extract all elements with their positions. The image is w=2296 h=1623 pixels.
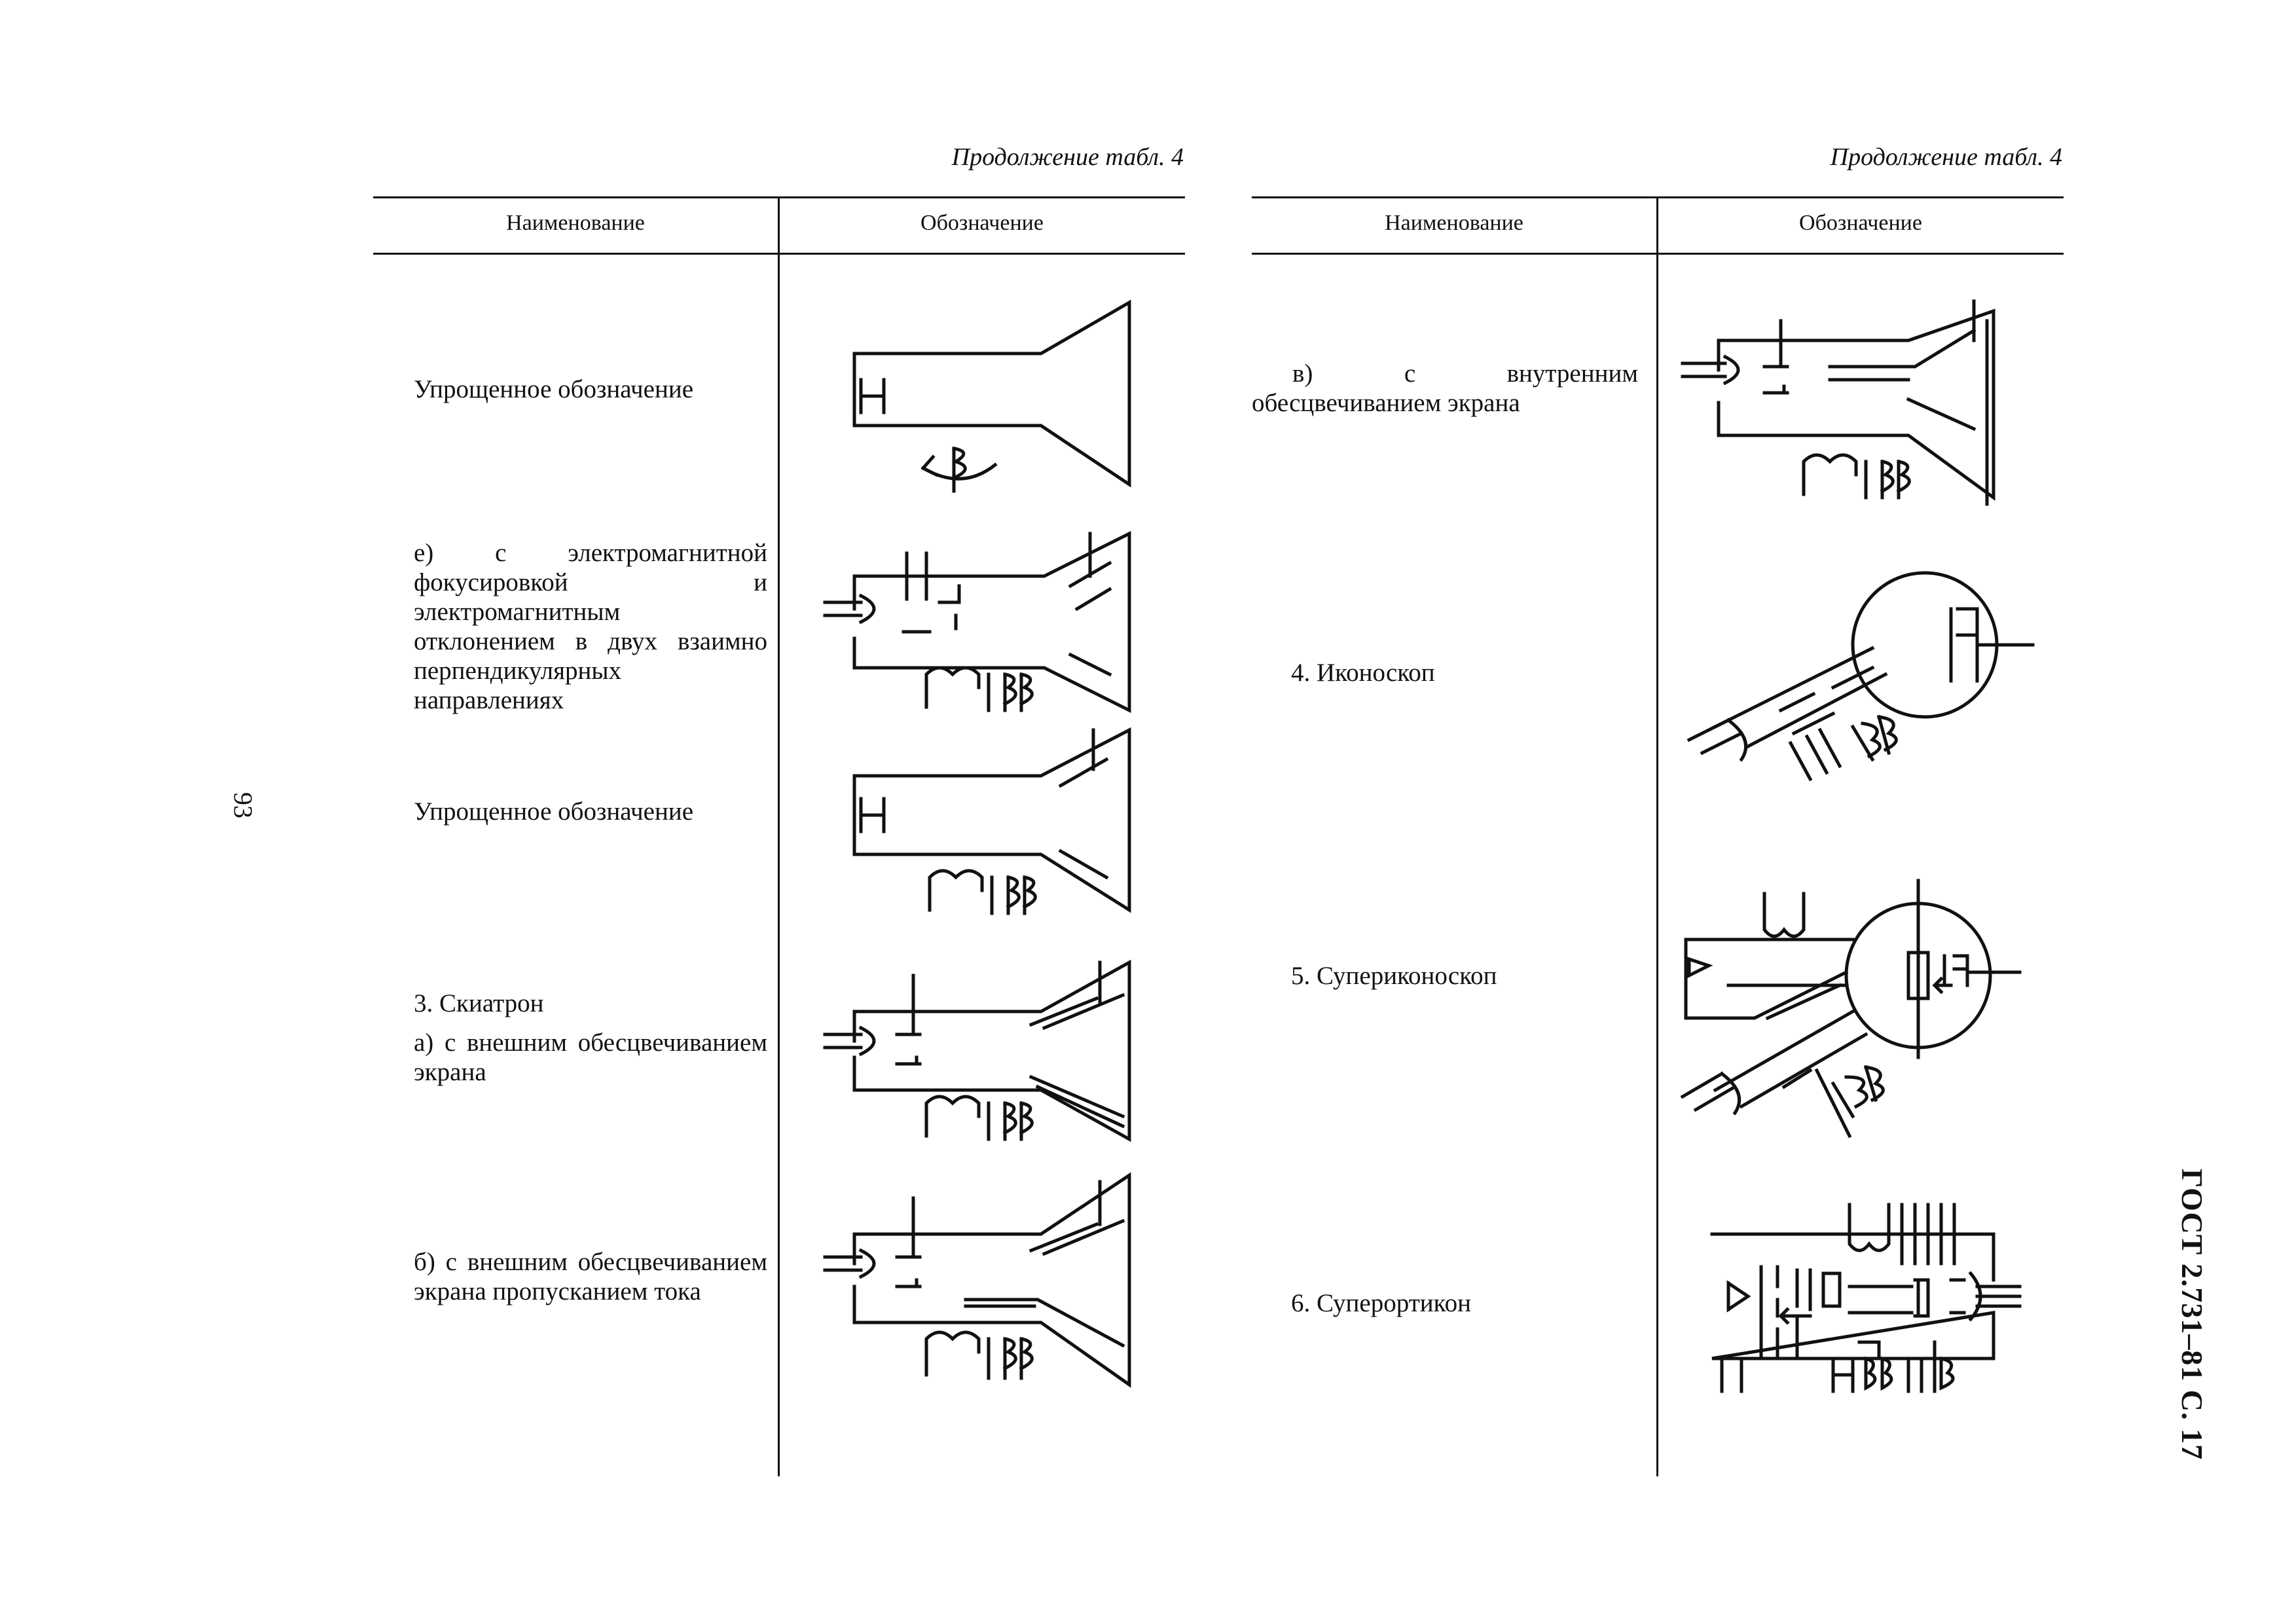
crt-electromagnetic-focus-icon (823, 530, 1131, 714)
left-col-name-header: Наименование (506, 211, 645, 235)
supericonoscope-icon (1680, 879, 2022, 1139)
left-col-symbol-header: Обозначение (920, 211, 1044, 235)
left-row-4-sub: а) с внешним обесцвечиванием экрана (414, 1029, 767, 1086)
left-column-divider (778, 196, 780, 1476)
right-row-3-name: 5. Супериконоскоп (1291, 962, 1497, 990)
iconoscope-icon (1686, 571, 2035, 782)
right-row-1-name: в) с внутренним обесцвечиванием экрана (1252, 359, 1638, 417)
left-row-2-name: е) с электромагнитной фокусировкой и эле… (414, 539, 767, 714)
left-row-3-name: Упрощенное обозначение (414, 797, 694, 826)
right-row-2-name: 4. Иконоскоп (1291, 659, 1435, 687)
page-number: 93 (228, 792, 258, 818)
skiatron-external-icon (823, 959, 1131, 1142)
skiatron-internal-icon (1681, 299, 1995, 506)
crt-simplified-deflection-icon (852, 727, 1131, 915)
left-row-5-name: б) с внешним обесцвечиванием экрана проп… (414, 1248, 767, 1305)
side-header: ГОСТ 2.731–81 С. 17 (2176, 1169, 2209, 1461)
left-row-4-name: 3. Скиатрон (414, 989, 544, 1017)
crt-simplified-rotation-icon (852, 299, 1131, 493)
right-column-divider (1656, 196, 1658, 1476)
right-continuation: Продолжение табл. 4 (1830, 143, 2062, 171)
superorthicon-icon (1710, 1203, 2022, 1393)
right-row-4-name: 6. Суперортикон (1291, 1289, 1471, 1317)
left-continuation: Продолжение табл. 4 (951, 143, 1184, 171)
left-row-1-name: Упрощенное обозначение (414, 375, 694, 403)
skiatron-current-icon (823, 1172, 1131, 1388)
right-col-name-header: Наименование (1385, 211, 1523, 235)
right-col-symbol-header: Обозначение (1799, 211, 1922, 235)
